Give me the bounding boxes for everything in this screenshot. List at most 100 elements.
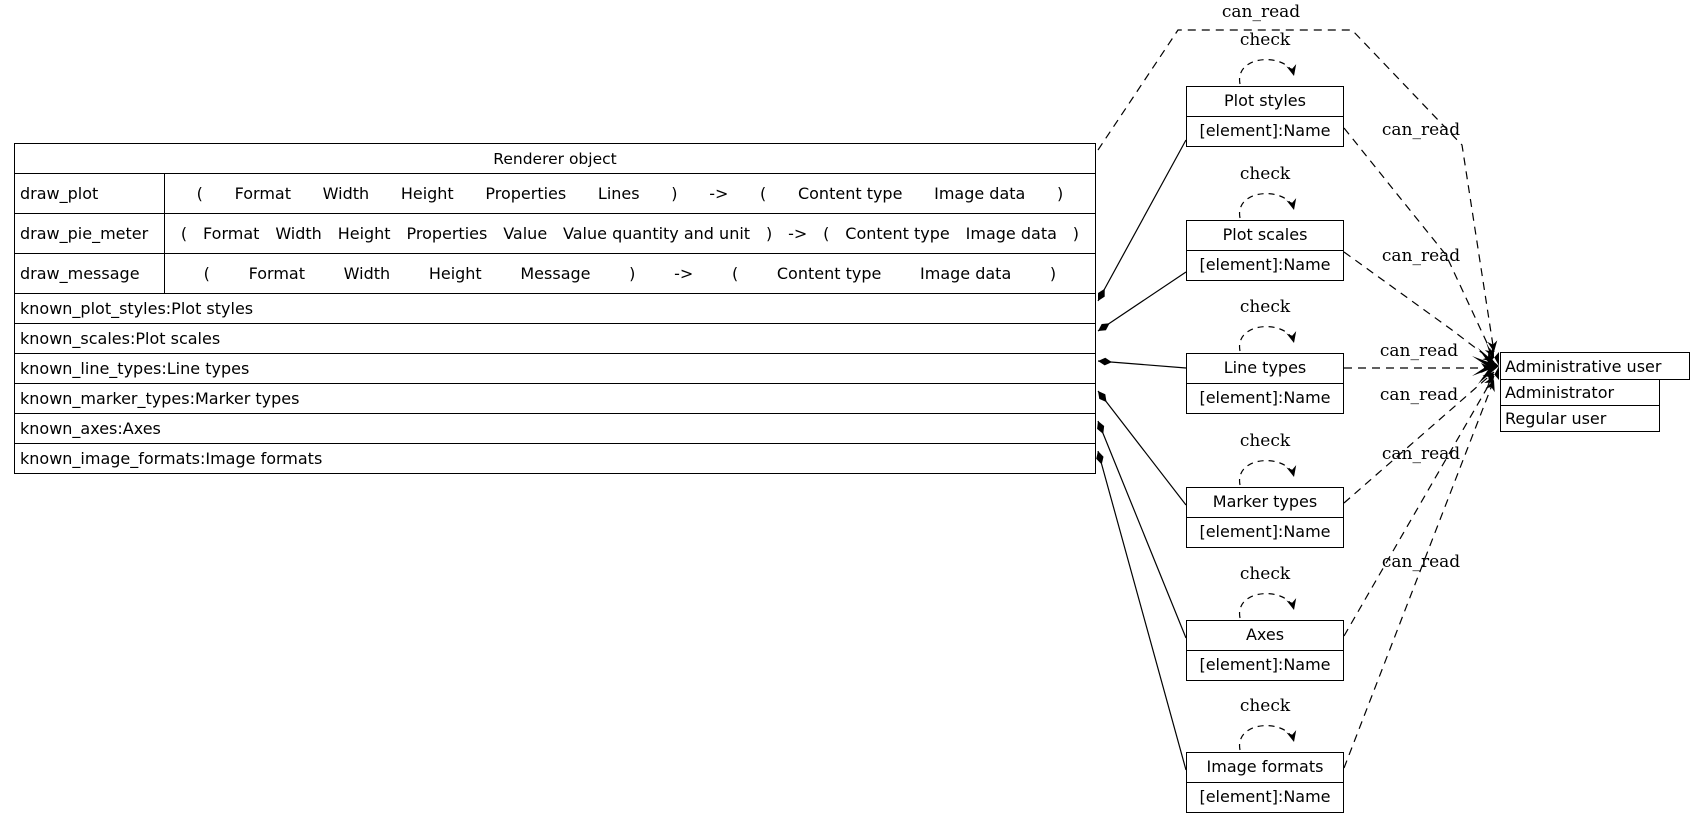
can-read-label: can_read — [1381, 552, 1461, 572]
signature-token: -> — [788, 224, 808, 243]
attribute-row-known-image-formats: known_image_formats:Image formats — [15, 443, 1095, 473]
can-read-label: can_read — [1381, 120, 1461, 140]
signature-token: ( — [731, 264, 739, 283]
signature-token: Lines — [597, 184, 640, 203]
signature-token: ) — [1057, 184, 1064, 203]
check-loop-image-formats — [1239, 724, 1297, 751]
edge-can-read-plot-scales — [1343, 251, 1495, 363]
signature-token: -> — [674, 264, 694, 283]
node-attr: [element]:Name — [1199, 121, 1331, 140]
signature-token: Content type — [797, 184, 903, 203]
method-signature: ( Format Width Height Properties Value Value q… — [165, 224, 1095, 243]
edge-can-read-axes — [1343, 375, 1495, 637]
method-name: draw_pie_meter — [15, 214, 165, 253]
edge-known-plot-styles — [1097, 139, 1187, 302]
attribute-row-known-axes: known_axes:Axes — [15, 413, 1095, 443]
node-line-types: Line types [element]:Name — [1186, 353, 1344, 414]
node-title: Plot scales — [1187, 221, 1343, 251]
attribute-row-known-scales: known_scales:Plot scales — [15, 323, 1095, 353]
can-read-label: can_read — [1379, 341, 1459, 361]
signature-token: Height — [400, 184, 454, 203]
signature-token: Height — [428, 264, 482, 283]
method-name: draw_plot — [15, 174, 165, 213]
method-name: draw_message — [15, 254, 165, 293]
signature-token: ) — [1049, 264, 1057, 283]
arrow-burst — [1472, 342, 1499, 390]
renderer-table-title: Renderer object — [493, 149, 617, 168]
node-title: Line types — [1187, 354, 1343, 384]
node-attr: [element]:Name — [1199, 655, 1331, 674]
can-read-label: can_read — [1221, 2, 1301, 22]
attribute-row-known-marker-types: known_marker_types:Marker types — [15, 383, 1095, 413]
node-administrative-user-row-administrator: Administrator — [1500, 380, 1660, 406]
node-image-formats: Image formats [element]:Name — [1186, 752, 1344, 813]
check-label: check — [1239, 297, 1291, 317]
signature-token: Height — [337, 224, 391, 243]
signature-token: Properties — [485, 184, 567, 203]
check-label: check — [1239, 431, 1291, 451]
node-administrative-user-row-regular-user: Regular user — [1500, 406, 1660, 432]
node-axes: Axes [element]:Name — [1186, 620, 1344, 681]
node-attr: [element]:Name — [1199, 522, 1331, 541]
node-title: Marker types — [1187, 488, 1343, 518]
signature-token: ) — [765, 224, 773, 243]
signature-token: Value quantity and unit — [563, 224, 751, 243]
signature-token: Image data — [934, 184, 1026, 203]
signature-token: Format — [203, 224, 260, 243]
signature-token: Format — [234, 184, 291, 203]
check-loop-line-types — [1239, 325, 1297, 352]
signature-token: ( — [203, 264, 210, 283]
edge-known-scales — [1097, 271, 1187, 332]
node-title: Axes — [1187, 621, 1343, 651]
edge-known-line-types — [1097, 357, 1187, 369]
check-loop-plot-styles — [1239, 58, 1297, 85]
signature-token: ( — [823, 224, 830, 243]
signature-token: Message — [520, 264, 591, 283]
signature-token: ) — [1072, 224, 1080, 243]
method-row-draw-pie-meter: draw_pie_meter ( Format Width Height Propert… — [15, 213, 1095, 253]
can-read-label: can_read — [1381, 246, 1461, 266]
signature-token: ) — [629, 264, 636, 283]
attribute-row-known-plot-styles: known_plot_styles:Plot styles — [15, 293, 1095, 323]
check-loop-plot-scales — [1239, 192, 1297, 219]
node-plot-styles: Plot styles [element]:Name — [1186, 86, 1344, 147]
signature-token: ( — [760, 184, 767, 203]
check-loops — [1239, 58, 1297, 751]
edge-can-read-marker-types — [1343, 371, 1495, 504]
signature-token: -> — [709, 184, 729, 203]
node-attr: [element]:Name — [1199, 388, 1331, 407]
node-attr: [element]:Name — [1199, 255, 1331, 274]
check-label: check — [1239, 164, 1291, 184]
composition-edges — [1096, 139, 1187, 771]
signature-token: Format — [248, 264, 305, 283]
signature-token: Properties — [406, 224, 488, 243]
signature-token: Image data — [965, 224, 1057, 243]
check-loop-marker-types — [1239, 459, 1297, 486]
attribute-row-known-line-types: known_line_types:Line types — [15, 353, 1095, 383]
signature-token: Content type — [776, 264, 882, 283]
method-row-draw-plot: draw_plot ( Format Width Height Properties Li… — [15, 173, 1095, 213]
edge-can-read-renderer — [1097, 29, 1498, 353]
signature-token: ( — [180, 224, 188, 243]
edge-known-image-formats — [1096, 450, 1187, 771]
can-read-label: can_read — [1381, 444, 1461, 464]
can-read-label: can_read — [1379, 385, 1459, 405]
check-label: check — [1239, 564, 1291, 584]
signature-token: Width — [322, 184, 370, 203]
signature-token: Width — [275, 224, 322, 243]
check-label: check — [1239, 696, 1291, 716]
node-plot-scales: Plot scales [element]:Name — [1186, 220, 1344, 281]
signature-token: Image data — [920, 264, 1012, 283]
check-label: check — [1239, 30, 1291, 50]
edge-can-read-plot-styles — [1343, 127, 1495, 359]
edge-known-axes — [1097, 420, 1187, 639]
can-read-edges — [1097, 29, 1498, 769]
signature-token: ) — [671, 184, 678, 203]
signature-token: Value — [503, 224, 548, 243]
signature-token: Content type — [845, 224, 950, 243]
node-title: Image formats — [1187, 753, 1343, 783]
